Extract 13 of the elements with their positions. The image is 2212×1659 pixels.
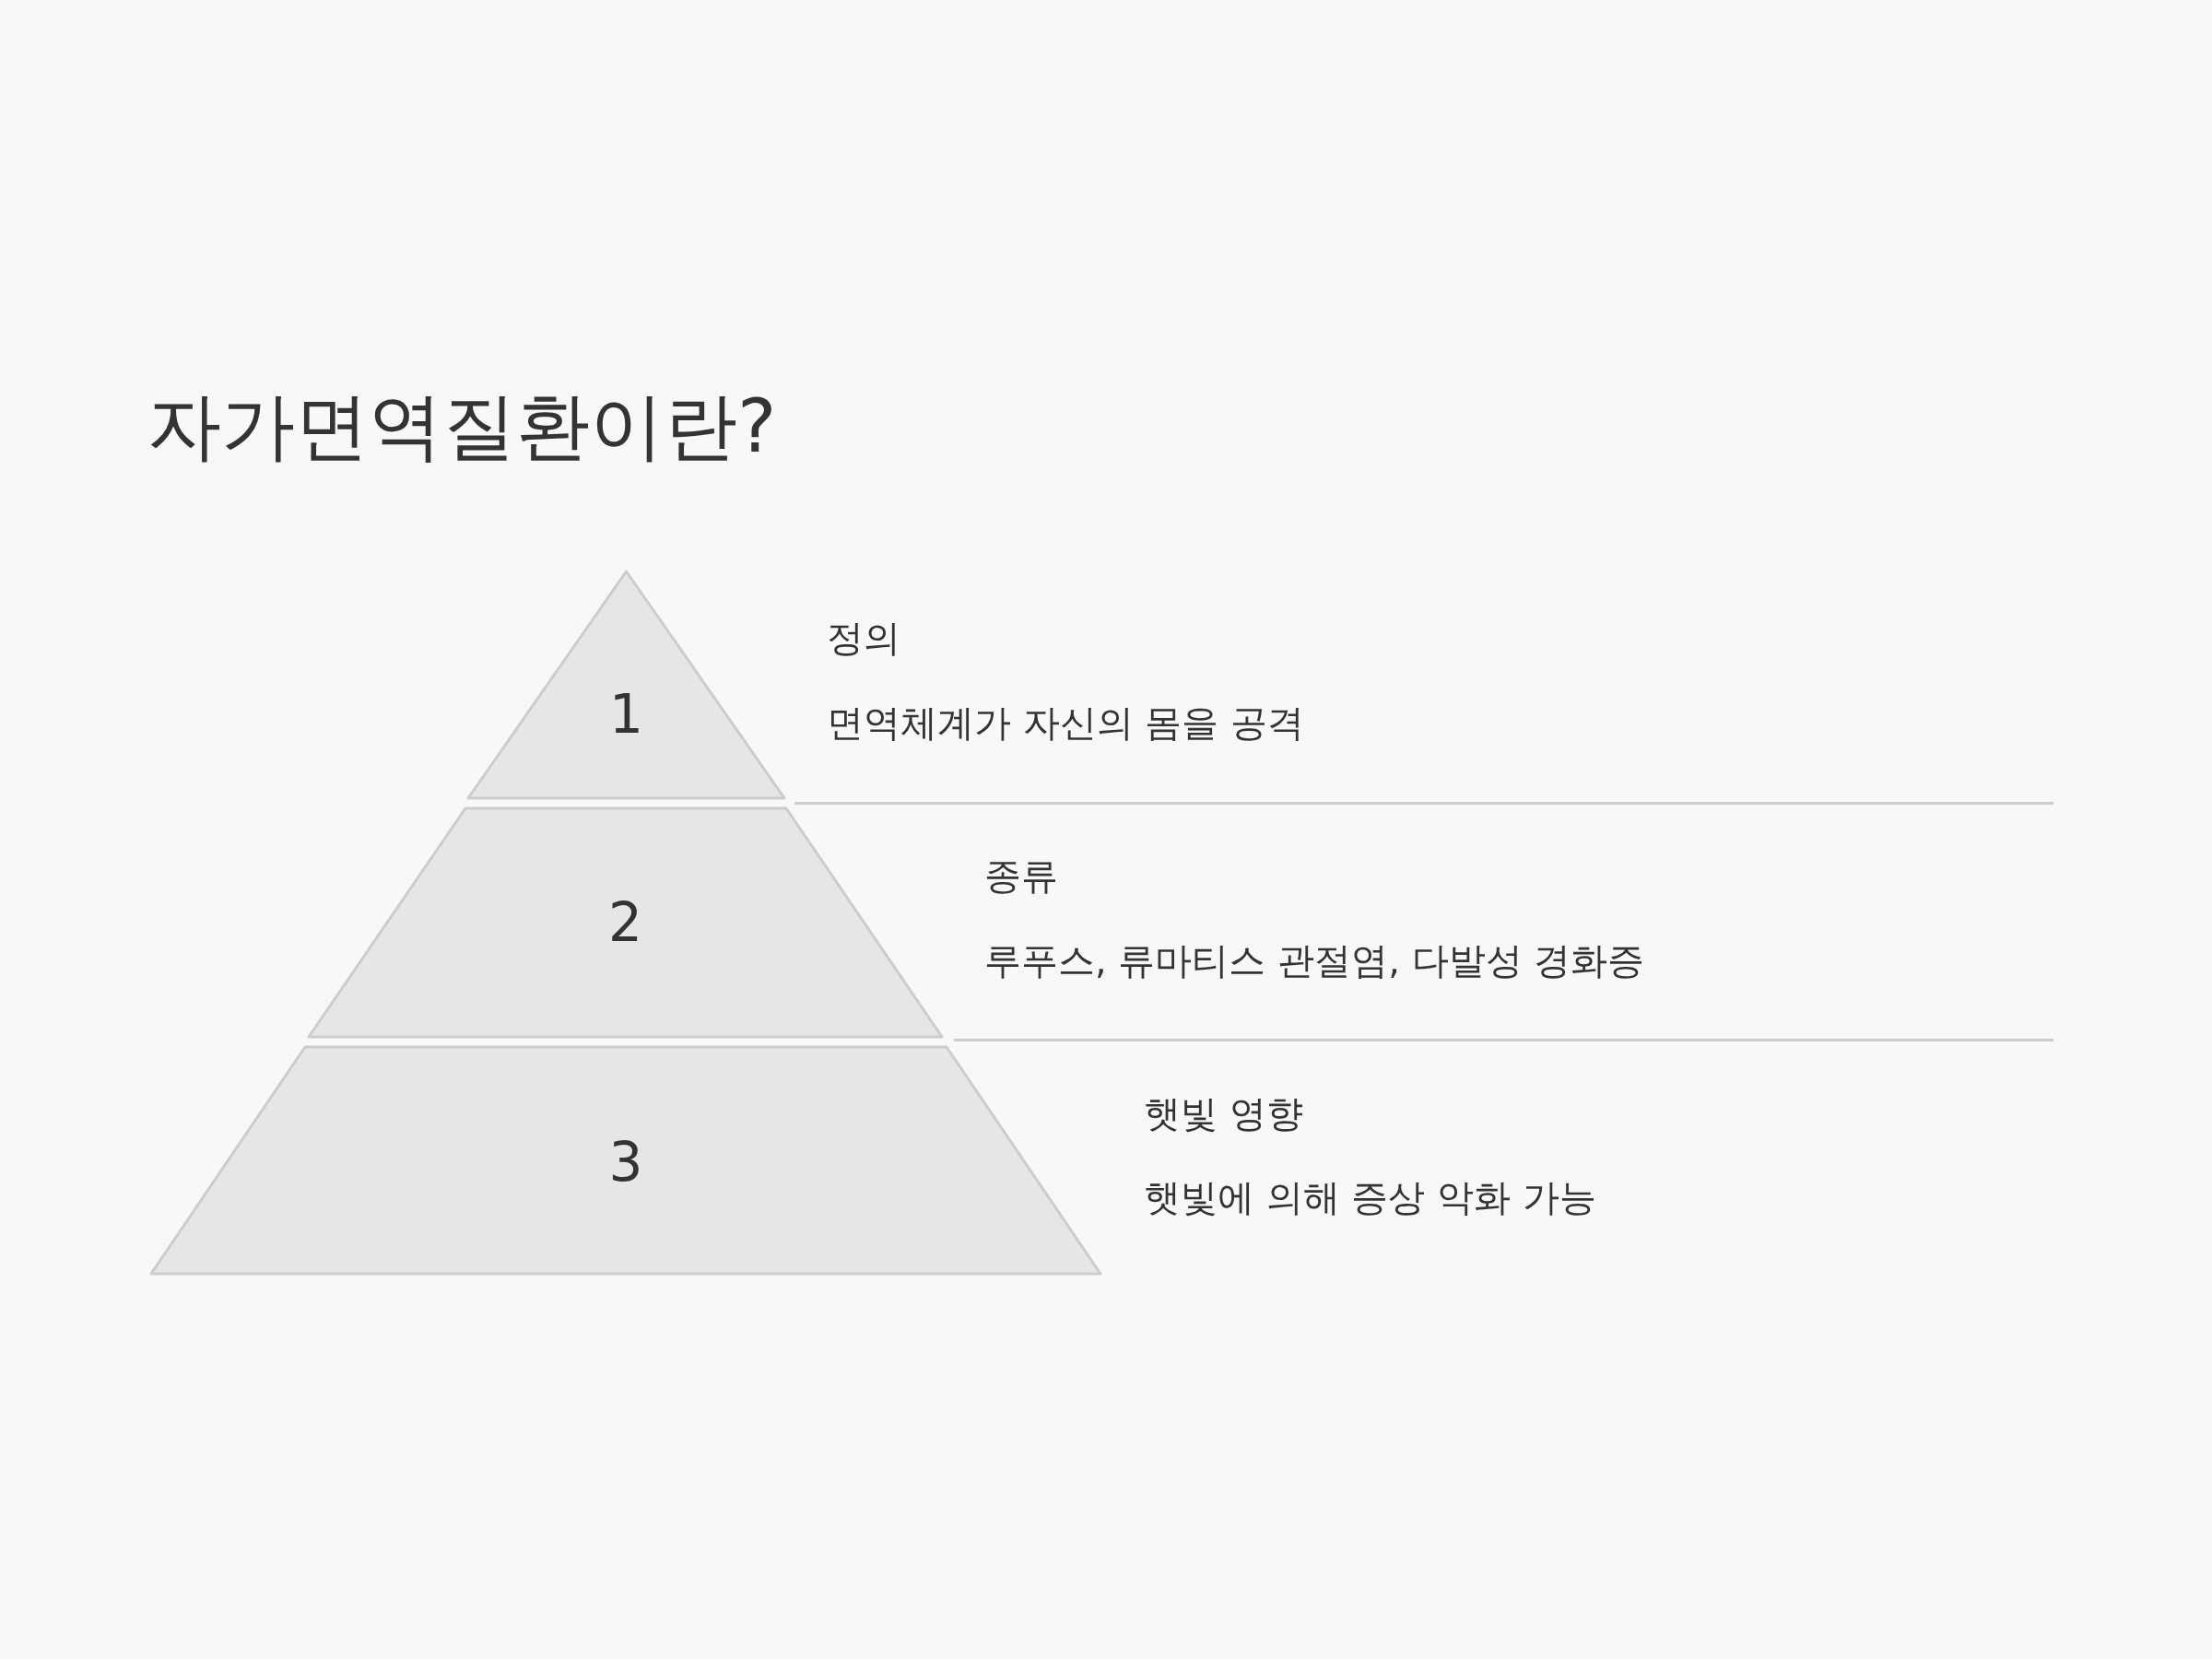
tier-number: 1 — [609, 688, 643, 741]
section-heading: 햇빛 영향 — [1144, 1091, 1303, 1135]
tier-number: 2 — [608, 896, 642, 949]
section-description: 면역체계가 자신의 몸을 공격 — [827, 700, 1305, 745]
pyramid-tier — [151, 1047, 1100, 1274]
section-heading: 종류 — [984, 853, 1058, 898]
section-description: 햇빛에 의해 증상 악화 가능 — [1144, 1175, 1596, 1219]
section-heading: 정의 — [827, 616, 900, 660]
pyramid-tier — [468, 571, 784, 798]
pyramid-tier — [309, 808, 942, 1037]
slide-title: 자가면역질환이란? — [147, 382, 777, 471]
section-description: 루푸스, 류마티스 관절염, 다발성 경화증 — [984, 938, 1645, 982]
tier-number: 3 — [608, 1135, 643, 1189]
